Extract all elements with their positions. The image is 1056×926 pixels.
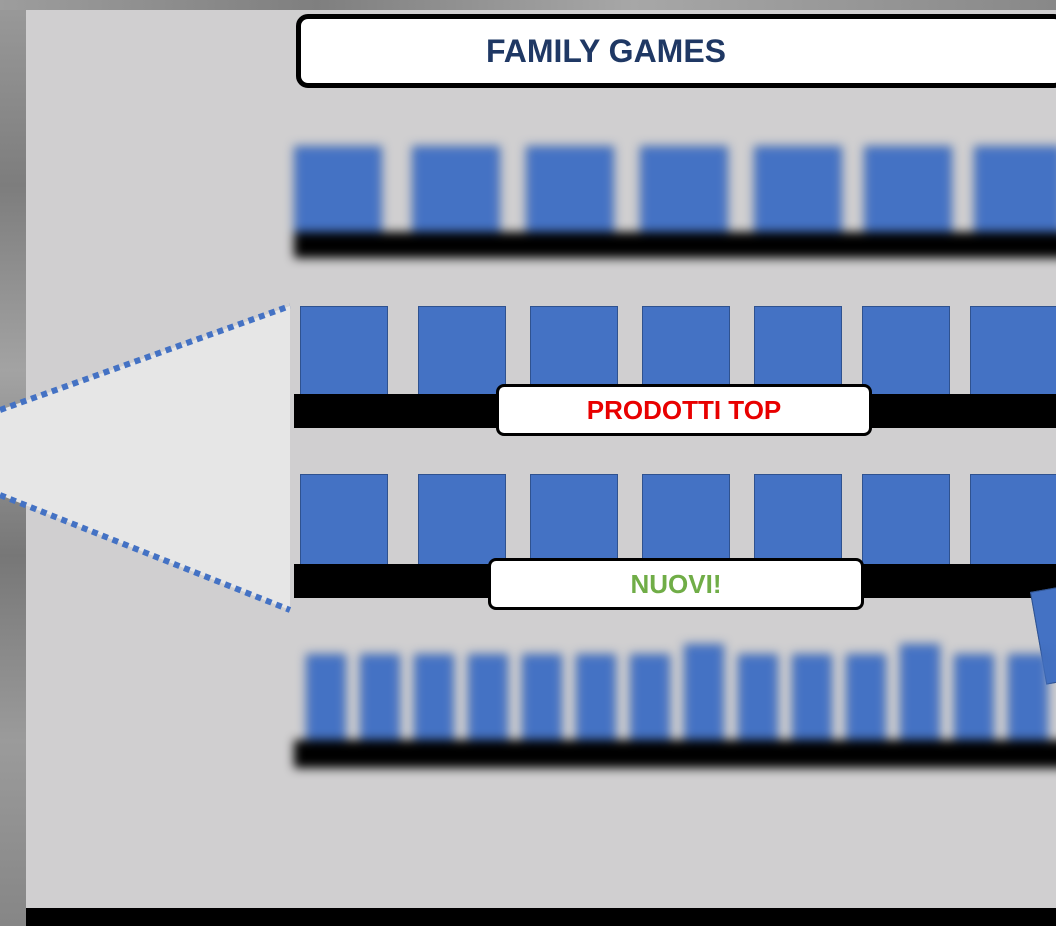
product-box xyxy=(754,306,842,398)
product-box xyxy=(294,146,382,238)
product-box xyxy=(360,654,400,746)
product-box xyxy=(970,306,1056,398)
shelf-bar xyxy=(294,740,1056,768)
product-box xyxy=(954,654,994,746)
title-banner: FAMILY GAMES xyxy=(296,14,1056,88)
product-box xyxy=(846,654,886,746)
product-box xyxy=(684,644,724,746)
product-box xyxy=(792,654,832,746)
shelf-bar xyxy=(294,232,1056,258)
product-box xyxy=(754,146,842,238)
product-box xyxy=(576,654,616,746)
product-box xyxy=(530,474,618,566)
product-box xyxy=(418,474,506,566)
shelf-2-top-products: PRODOTTI TOP xyxy=(294,304,1056,436)
page-title: FAMILY GAMES xyxy=(485,32,727,69)
product-box xyxy=(522,654,562,746)
zoom-cone xyxy=(0,303,292,613)
product-box xyxy=(754,474,842,566)
product-box xyxy=(526,146,614,238)
product-box xyxy=(974,146,1056,238)
product-box xyxy=(864,146,952,238)
product-box xyxy=(900,644,940,746)
zoom-cone-upper-line xyxy=(0,303,292,413)
product-box xyxy=(738,654,778,746)
product-box xyxy=(1008,654,1048,746)
new-items-label: NUOVI! xyxy=(488,558,864,610)
shelf-4-blurred xyxy=(294,640,1056,774)
product-box xyxy=(862,306,950,398)
product-box xyxy=(530,306,618,398)
product-box xyxy=(468,654,508,746)
product-box xyxy=(414,654,454,746)
product-box xyxy=(412,146,500,238)
product-box xyxy=(630,654,670,746)
background-top xyxy=(0,0,1056,10)
product-box xyxy=(300,306,388,398)
shelf-1-blurred xyxy=(294,138,1056,262)
floor-bar xyxy=(26,908,1056,926)
product-box xyxy=(862,474,950,566)
top-products-label: PRODOTTI TOP xyxy=(496,384,872,436)
product-box xyxy=(300,474,388,566)
shelf-3-new-items: NUOVI! xyxy=(294,474,1056,610)
product-box xyxy=(642,474,730,566)
zoom-cone-lower-line xyxy=(0,492,292,613)
product-box xyxy=(642,306,730,398)
zoom-cone-fill xyxy=(0,306,290,610)
product-box xyxy=(640,146,728,238)
product-box xyxy=(306,654,346,746)
product-box xyxy=(970,474,1056,566)
product-box xyxy=(418,306,506,398)
